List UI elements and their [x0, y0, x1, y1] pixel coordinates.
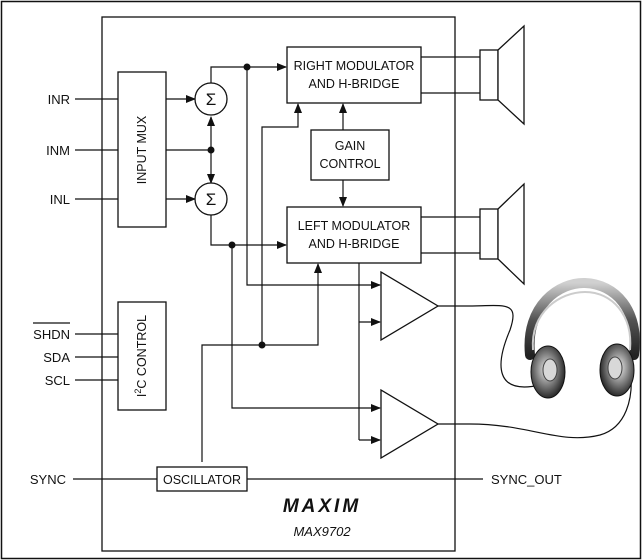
input-mux-label: INPUT MUX — [135, 115, 149, 184]
gain-control-label-1: GAIN — [335, 139, 366, 153]
pin-inl: INL — [50, 192, 70, 207]
sum-symbol-right: Σ — [206, 90, 217, 109]
right-modulator-block — [286, 46, 422, 104]
right-modulator-label-2: AND H-BRIDGE — [309, 77, 400, 91]
headphone-amp-right — [380, 270, 440, 342]
pin-sda: SDA — [43, 350, 70, 365]
right-modulator-label-1: RIGHT MODULATOR — [294, 59, 415, 73]
pin-sync-out: SYNC_OUT — [491, 472, 562, 487]
i2c-control-label: I2C CONTROL — [133, 315, 149, 397]
headphone-amp-left — [380, 388, 440, 460]
sum-symbol-left: Σ — [206, 190, 217, 209]
headphones-icon — [524, 278, 640, 399]
left-modulator-block — [286, 206, 422, 264]
oscillator-label: OSCILLATOR — [163, 473, 241, 487]
left-modulator-label-2: AND H-BRIDGE — [309, 237, 400, 251]
pin-sync: SYNC — [30, 472, 66, 487]
pin-shdn: SHDN — [33, 327, 70, 342]
i2c-control-block — [117, 301, 167, 411]
maxim-logo: MAXIM — [283, 496, 361, 517]
part-number: MAX9702 — [293, 524, 351, 539]
pin-inr: INR — [48, 92, 70, 107]
speaker-icon — [479, 24, 525, 126]
pin-scl: SCL — [45, 373, 70, 388]
input-mux-block — [117, 71, 167, 228]
control-pins: SHDN SDA SCL — [33, 322, 118, 388]
gain-control-block — [310, 129, 390, 181]
left-modulator-label-1: LEFT MODULATOR — [298, 219, 411, 233]
pin-inm: INM — [46, 143, 70, 158]
speaker-icon — [479, 182, 525, 286]
gain-control-label-2: CONTROL — [319, 157, 380, 171]
input-pins: INR INM INL — [46, 92, 118, 207]
